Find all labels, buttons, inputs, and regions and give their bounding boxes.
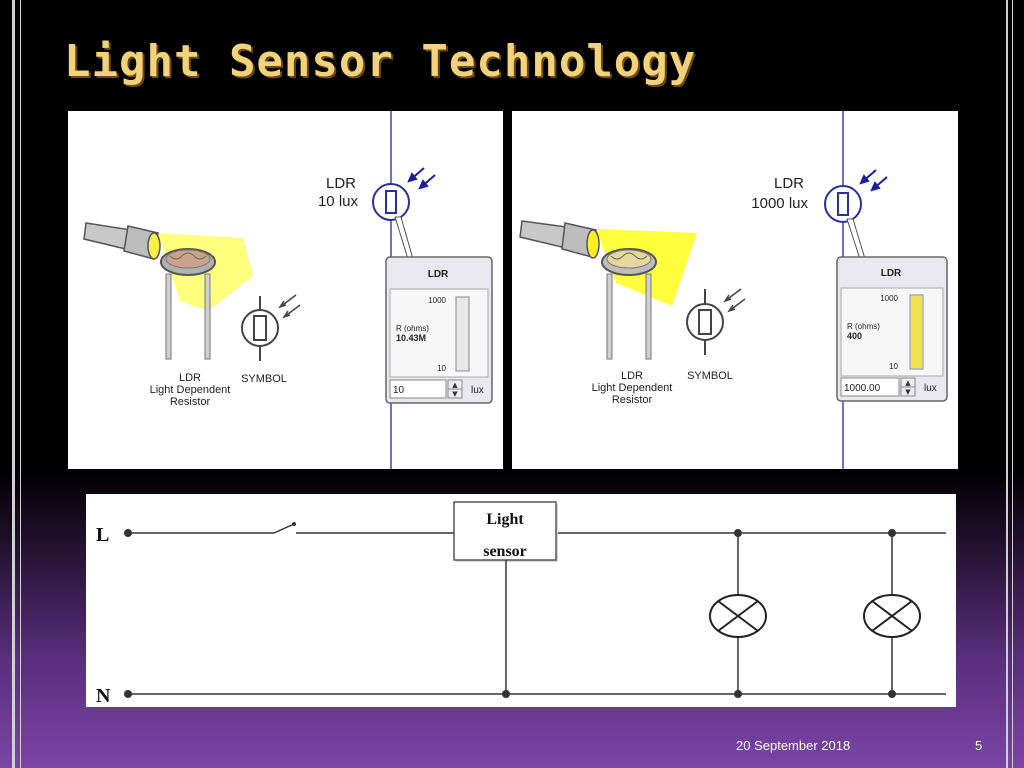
line-wire [128,523,946,534]
light-sensor-box [453,501,558,562]
lamp-1-top-junction [734,529,742,537]
ldr-panel-bright: LDR Light Dependent Resistor SYMBOL LDR … [512,111,958,469]
light-arrows-icon [407,167,436,190]
neutral-terminal-dot [124,690,132,698]
component-label-1: LDR [179,372,201,384]
component-label-3: Resistor [612,394,653,406]
flashlight-icon [519,220,600,259]
slide-date: 20 September 2018 [736,738,851,753]
ldr-label: LDR [326,175,356,192]
meter-bar-track [455,296,470,372]
meter-window: ▲ ▼ [836,256,948,402]
light-arrows-icon [859,169,888,192]
component-label-3: Resistor [170,396,211,408]
meter-scale-max: 1000 [428,296,446,305]
meter-title: LDR [428,269,449,280]
stepper-down-button[interactable] [447,388,463,399]
lamp-2-top-junction [888,529,896,537]
line-terminal-dot [124,529,132,537]
slide-page-number: 5 [975,738,983,753]
meter-bar-fill [911,296,922,368]
symbol-label: SYMBOL [241,373,287,385]
ldr-label: LDR [774,175,804,192]
lux-label: 1000 lux [751,195,808,212]
meter-scale-max: 1000 [880,294,898,303]
meter-pointer [394,216,414,260]
circuit-diagram-panel: L N Light sensor [86,494,956,707]
component-label-2: Light Dependent [150,384,231,396]
symbol-label: SYMBOL [687,370,733,382]
chevron-down-icon: ▼ [452,390,458,398]
ldr-component-icon [601,248,657,360]
meter-scale-min: 10 [889,362,898,371]
circuit-ldr-symbol-icon [824,185,862,223]
lamp-1-icon [709,594,767,638]
ldr-symbol-icon [241,294,301,361]
lamp-2-bottom-junction [888,690,896,698]
lamp-2-icon [863,594,921,638]
lux-input-value: 1000.00 [844,383,881,394]
ldr-symbol-icon [686,288,746,355]
resistance-value: 10.43M [396,333,426,343]
meter-window: ▲ ▼ [385,256,493,404]
circuit-diagram: L N Light sensor [96,501,946,707]
chevron-up-icon: ▲ [452,381,458,389]
lux-input-value: 10 [393,385,405,396]
slide-title: Light Sensor Technology [64,36,697,87]
lux-input-field[interactable] [389,379,447,399]
lamp-1-bottom-junction [734,690,742,698]
right-border-line-inner [1012,0,1013,768]
resistance-value: 400 [847,331,862,341]
resistance-label: R (ohms) [847,322,880,331]
lux-label: 10 lux [318,193,359,210]
component-label-2: Light Dependent [592,382,673,394]
lux-unit: lux [924,383,937,394]
right-border-line [1006,0,1008,768]
ldr-bright-illustration: LDR Light Dependent Resistor SYMBOL LDR … [519,111,948,469]
meter-pointer [846,218,866,260]
meter-title: LDR [881,268,902,279]
ldr-panel-dark: LDR Light Dependent Resistor SYMBOL LDR … [68,111,503,469]
chevron-down-icon: ▼ [905,388,911,396]
lux-input-field[interactable] [840,377,900,397]
meter-scale-min: 10 [437,364,446,373]
sensor-label-1: Light [486,511,524,528]
switch-contact [292,522,296,526]
flashlight-icon [83,222,161,260]
circuit-ldr-symbol-icon [372,183,410,221]
ldr-component-icon [160,248,216,360]
stepper-down-button[interactable] [900,386,916,397]
left-border-line [12,0,15,768]
neutral-terminal-label: N [96,685,111,707]
chevron-up-icon: ▲ [905,379,911,387]
resistance-label: R (ohms) [396,324,429,333]
sensor-label-2: sensor [483,543,527,560]
left-border-line-inner [20,0,21,768]
component-label-1: LDR [621,370,643,382]
ldr-dark-illustration: LDR Light Dependent Resistor SYMBOL LDR … [83,111,493,469]
line-terminal-label: L [96,524,109,546]
sensor-junction-dot [502,690,510,698]
lux-unit: lux [471,385,484,396]
